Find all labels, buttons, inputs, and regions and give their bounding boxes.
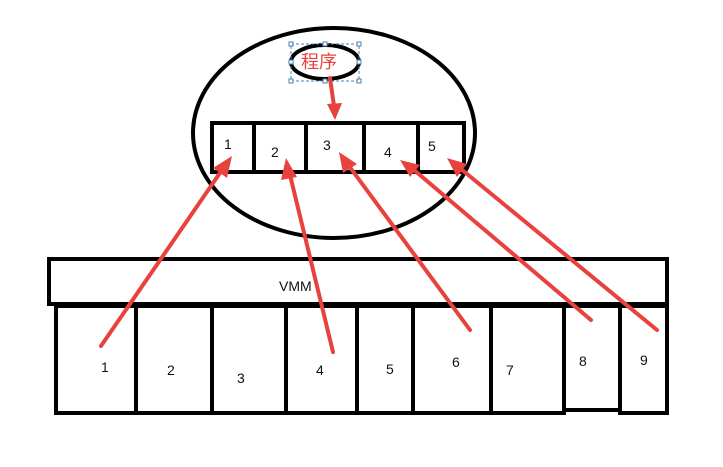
vmm-slot-5 [355, 304, 415, 415]
vmm-slot-label-2: 2 [167, 362, 175, 378]
vmm-slot-7 [489, 304, 566, 415]
selection-handles [288, 41, 362, 84]
vmm-slot-label-8: 8 [579, 353, 587, 369]
arrow-vmm-9-to-program-5 [447, 158, 659, 332]
program-slot-1 [210, 121, 256, 174]
vmm-slot-1 [54, 304, 138, 415]
program-slot-label-2: 2 [271, 144, 279, 160]
program-slot-label-4: 4 [384, 144, 392, 160]
arrow-vmm-6-to-program-3 [339, 152, 472, 332]
vmm-slot-8 [562, 304, 622, 412]
vmm-slot-3 [210, 304, 288, 415]
arrow-vmm-8-to-program-4 [400, 160, 593, 322]
vmm-slot-4 [284, 304, 359, 415]
vmm-slot-label-4: 4 [316, 362, 324, 378]
vmm-label: VMM [279, 278, 312, 294]
vmm-slot-label-1: 1 [101, 359, 109, 375]
program-slot-label-3: 3 [323, 137, 331, 153]
program-slot-2 [252, 121, 308, 174]
program-node: 程序 [288, 41, 362, 84]
arrow-program-to-slot-3 [327, 76, 342, 120]
vmm-slot-label-5: 5 [386, 361, 394, 377]
vmm-slot-label-6: 6 [452, 354, 460, 370]
process-ellipse [191, 26, 477, 240]
arrows [99, 76, 659, 354]
arrow-vmm-1-to-program-1 [99, 156, 232, 348]
program-label: 程序 [301, 52, 337, 73]
program-slots: 1 2 3 4 5 [210, 121, 466, 174]
vmm-slot-label-9: 9 [640, 352, 648, 368]
vmm-slot-2 [134, 304, 214, 415]
vmm-slot-label-7: 7 [506, 362, 514, 378]
vmm-slots: 1 2 3 4 5 6 7 8 9 [54, 304, 669, 415]
vmm-slot-label-3: 3 [237, 370, 245, 386]
arrow-vmm-4-to-program-2 [281, 158, 335, 354]
vmm-slot-9 [618, 304, 669, 415]
vmm-bar [47, 257, 669, 306]
program-slot-label-1: 1 [224, 136, 232, 152]
program-slot-label-5: 5 [428, 138, 436, 154]
